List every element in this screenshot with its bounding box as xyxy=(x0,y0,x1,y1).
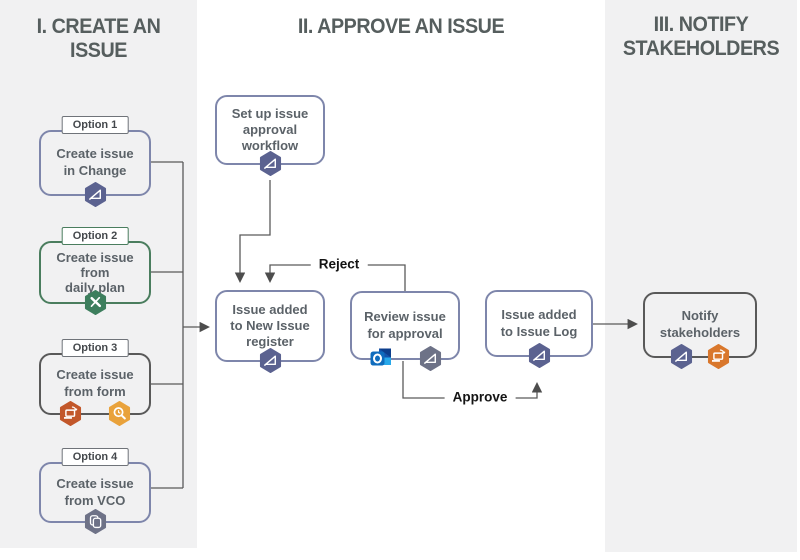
triangle-app-badge-icon xyxy=(528,343,550,368)
triangle-app-badge-icon xyxy=(419,346,441,371)
node-option1-create-issue-in-change: Option 1 Create issue in Change xyxy=(39,116,151,207)
issue-log-text: Issue added to Issue Log xyxy=(500,306,578,339)
node-option2-create-issue-from-daily-plan: Option 2 Create issue from daily plan xyxy=(39,227,151,315)
option4-text: Create issue from VCO xyxy=(56,475,134,508)
section-title-create: I. CREATE AN ISSUE xyxy=(36,15,161,62)
option3-text: Create issue from form xyxy=(56,367,134,399)
node-issue-added-to-issue-log: Issue added to Issue Log xyxy=(485,290,593,368)
option2-text: Create issue from daily plan xyxy=(56,249,134,296)
section-title-approve: II. APPROVE AN ISSUE xyxy=(297,15,505,38)
node-option4-create-issue-from-vco: Option 4 Create issue from VCO xyxy=(39,448,151,534)
device-sync-app-badge-icon xyxy=(707,344,730,369)
node-setup-approval-workflow: Set up issue approval workflow xyxy=(215,95,325,176)
section-title-notify: III. NOTIFY STAKEHOLDERS xyxy=(622,13,780,60)
triangle-app-badge-icon xyxy=(84,182,106,207)
device-sync-app-badge-icon xyxy=(59,401,82,426)
node-review-issue-for-approval: Review issue for approval xyxy=(350,291,460,371)
option2-tag: Option 2 xyxy=(61,227,129,245)
search-clock-app-badge-icon xyxy=(108,401,131,426)
node-issue-added-new-issue-register: Issue added to New Issue register xyxy=(215,290,325,373)
reject-edge-label: Reject xyxy=(310,255,368,273)
option1-tag: Option 1 xyxy=(61,116,129,134)
excel-app-badge-icon xyxy=(84,290,106,315)
option1-text: Create issue in Change xyxy=(56,146,134,178)
notify-text: Notify stakeholders xyxy=(659,308,741,340)
triangle-app-badge-icon xyxy=(670,344,693,369)
register-text: Issue added to New Issue register xyxy=(230,302,310,349)
node-notify-stakeholders: Notify stakeholders xyxy=(643,292,757,369)
approve-edge-label: Approve xyxy=(444,388,516,406)
outlook-icon xyxy=(370,348,391,366)
node-option3-create-issue-from-form: Option 3 Create issue from form xyxy=(39,339,151,426)
notify-section-background xyxy=(605,0,797,552)
triangle-app-badge-icon xyxy=(259,348,281,373)
option4-tag: Option 4 xyxy=(61,448,129,466)
triangle-app-badge-icon xyxy=(259,151,281,176)
setup-text: Set up issue approval workflow xyxy=(231,106,309,153)
pages-app-badge-icon xyxy=(84,509,106,534)
edge-setup-to-register xyxy=(234,180,271,283)
option3-tag: Option 3 xyxy=(61,339,129,357)
review-text: Review issue for approval xyxy=(364,308,446,341)
